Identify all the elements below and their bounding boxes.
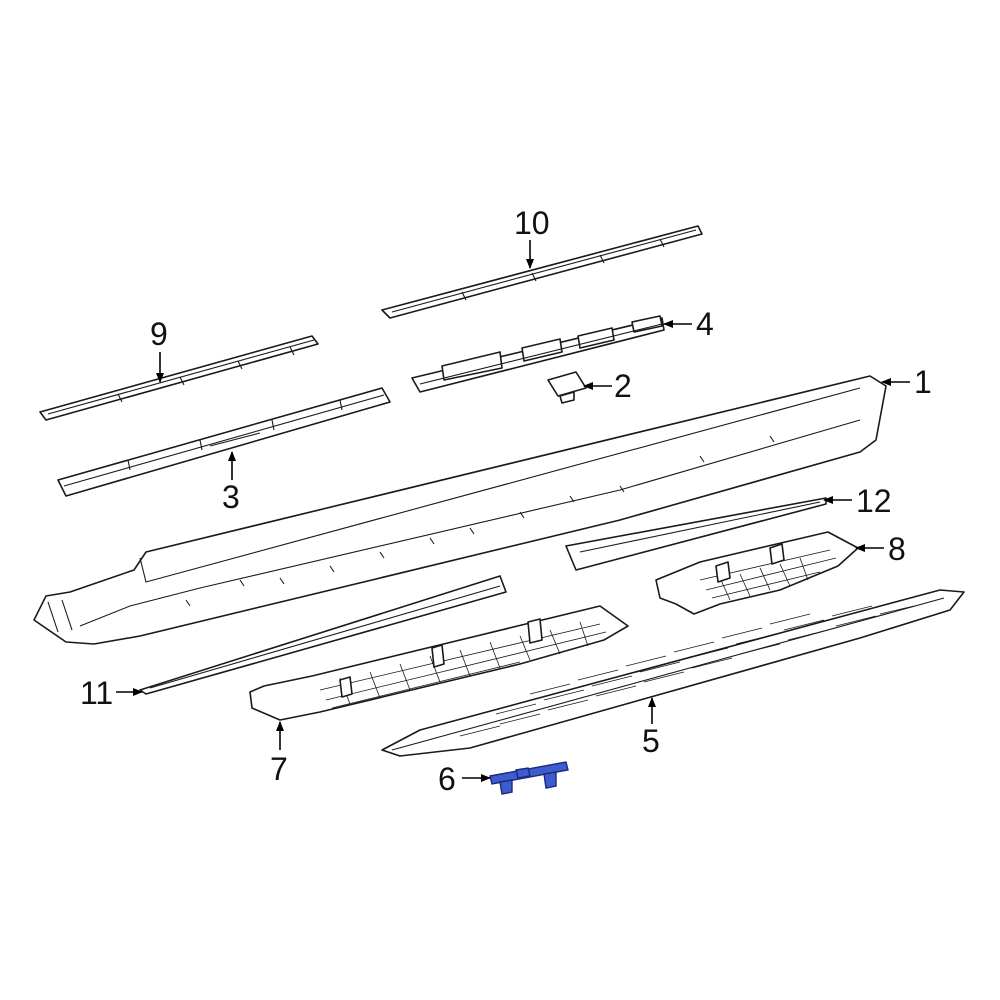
part-11-trim[interactable] [139,575,507,695]
part-9-strip[interactable] [39,335,319,421]
callout-3: 3 [222,479,240,515]
leader-lines [116,240,910,782]
part-3-sill[interactable] [57,387,391,497]
part-2-clip[interactable] [547,371,587,404]
callout-6: 6 [438,761,456,797]
callout-1: 1 [914,364,932,400]
callout-2: 2 [614,368,632,404]
callout-12: 12 [856,483,892,519]
part-4-bracket[interactable] [411,315,665,393]
part-1-rocker-panel[interactable] [33,375,887,645]
callout-labels: 1 2 3 4 5 6 7 8 9 10 11 12 [80,205,932,797]
callout-8: 8 [888,531,906,567]
part-6-clip-highlighted[interactable] [489,761,569,795]
callout-4: 4 [696,306,714,342]
part-8-bracket[interactable] [655,531,859,615]
callout-10: 10 [514,205,550,241]
part-10-strip[interactable] [381,225,703,319]
part-12-trim[interactable] [565,497,827,571]
part-5-step-pad[interactable] [381,589,965,757]
callout-11: 11 [80,675,113,711]
callout-9: 9 [150,316,168,352]
callout-7: 7 [270,751,288,787]
callout-5: 5 [642,723,660,759]
part-7-bracket[interactable] [249,605,629,721]
